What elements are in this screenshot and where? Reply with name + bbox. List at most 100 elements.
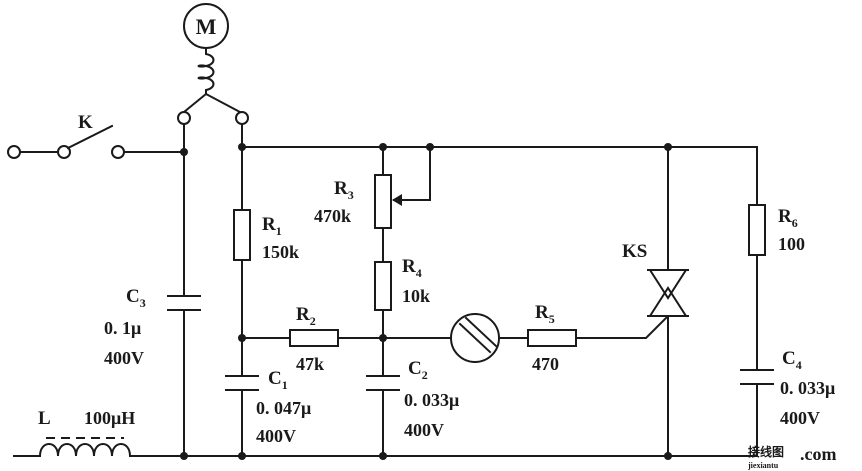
motor: M [177, 3, 249, 125]
motor-lead-left [182, 92, 208, 114]
r3-name: R [334, 178, 348, 199]
resistor-r3: R3 470k [314, 174, 402, 229]
svg-text:R5: R5 [535, 302, 555, 326]
resistor-r2: R2 47k [289, 304, 339, 374]
capacitor-c1: C1 0. 047μ 400V [225, 368, 311, 446]
svg-text:C3: C3 [126, 286, 146, 310]
switch-contact-fixed [57, 145, 71, 159]
resistor-r1-body [233, 209, 251, 261]
r3-sub: 3 [348, 188, 354, 202]
r5-name: R [535, 302, 549, 323]
r2-name: R [296, 304, 310, 325]
c1-value: 0. 047μ [256, 398, 311, 418]
junction-dot [238, 143, 246, 151]
switch-contact-out [111, 145, 125, 159]
c3-sub: 3 [140, 296, 146, 310]
r3-wiper-arrow [392, 194, 402, 206]
inductor-label: L [38, 408, 51, 429]
c3-value: 0. 1μ [104, 318, 141, 338]
junction-dot [426, 143, 434, 151]
wire-r5-to-gate [575, 314, 670, 339]
ks-label: KS [622, 241, 647, 262]
r1-value: 150k [262, 242, 299, 262]
resistor-r5: R5 470 [527, 302, 577, 374]
resistor-r5-body [527, 329, 577, 347]
watermark-sub: jiexiantu [747, 461, 779, 470]
c2-name: C [408, 358, 422, 379]
svg-text:C4: C4 [782, 348, 802, 372]
c2-value: 0. 033μ [404, 390, 459, 410]
watermark: 接线图 .com jiexiantu [747, 444, 836, 470]
switch-k: K [7, 112, 185, 159]
svg-text:R4: R4 [402, 256, 422, 280]
junction-dot [238, 334, 246, 342]
resistor-r2-body [289, 329, 339, 347]
resistor-r4-body [374, 261, 392, 311]
input-terminal-left [7, 145, 21, 159]
junction-dot [379, 334, 387, 342]
capacitor-c3: C3 0. 1μ 400V [104, 286, 201, 368]
motor-lead-right [204, 92, 242, 114]
c1-voltage: 400V [256, 426, 296, 446]
c4-sub: 4 [796, 358, 802, 372]
wiring [129, 123, 758, 457]
svg-text:R6: R6 [778, 206, 798, 230]
c3-name: C [126, 286, 140, 307]
r5-sub: 5 [549, 312, 555, 326]
triac-ks: KS [622, 241, 689, 317]
resistor-r6-body [748, 204, 766, 256]
r4-name: R [402, 256, 416, 277]
motor-winding [197, 47, 215, 95]
resistor-r1: R1 150k [233, 209, 299, 262]
junction-dot [664, 452, 672, 460]
watermark-domain: .com [800, 444, 836, 464]
svg-text:C1: C1 [268, 368, 288, 392]
wire-r3-wiper [393, 146, 431, 201]
resistor-r4: R4 10k [374, 256, 430, 311]
switch-blade [66, 124, 114, 150]
r6-value: 100 [778, 234, 805, 254]
r3-value: 470k [314, 206, 351, 226]
r2-sub: 2 [310, 314, 316, 328]
r6-sub: 6 [792, 216, 798, 230]
r5-value: 470 [532, 354, 559, 374]
junction-dot [379, 143, 387, 151]
motor-terminal-right [235, 111, 249, 125]
r1-sub: 1 [276, 224, 282, 238]
r4-value: 10k [402, 286, 430, 306]
c4-name: C [782, 348, 796, 369]
resistor-r3-body [374, 174, 392, 229]
c2-sub: 2 [422, 368, 428, 382]
inductor-l: L 100μH [13, 408, 135, 458]
junction-dot [379, 452, 387, 460]
junction-dot [180, 452, 188, 460]
r2-value: 47k [296, 354, 324, 374]
diac-electrode-a [458, 322, 492, 354]
svg-text:C2: C2 [408, 358, 428, 382]
c2-voltage: 400V [404, 420, 444, 440]
svg-text:R1: R1 [262, 214, 282, 238]
c3-voltage: 400V [104, 348, 144, 368]
junctions [180, 143, 672, 460]
diac [450, 313, 500, 363]
inductor-coil [38, 443, 132, 458]
svg-text:R3: R3 [334, 178, 354, 202]
watermark-chinese: 接线图 [748, 444, 784, 459]
junction-dot [180, 148, 188, 156]
c4-voltage: 400V [780, 408, 820, 428]
capacitor-c2: C2 0. 033μ 400V [366, 358, 459, 440]
ks-triangle-down [648, 269, 688, 300]
r1-name: R [262, 214, 276, 235]
c1-name: C [268, 368, 282, 389]
inductor-value: 100μH [84, 408, 135, 428]
junction-dot [664, 143, 672, 151]
c1-sub: 1 [282, 378, 288, 392]
motor-terminal-left [177, 111, 191, 125]
diac-electrode-b [464, 316, 498, 348]
r4-sub: 4 [416, 266, 422, 280]
svg-text:R2: R2 [296, 304, 316, 328]
c4-value: 0. 033μ [780, 378, 835, 398]
switch-label: K [78, 112, 93, 133]
r6-name: R [778, 206, 792, 227]
